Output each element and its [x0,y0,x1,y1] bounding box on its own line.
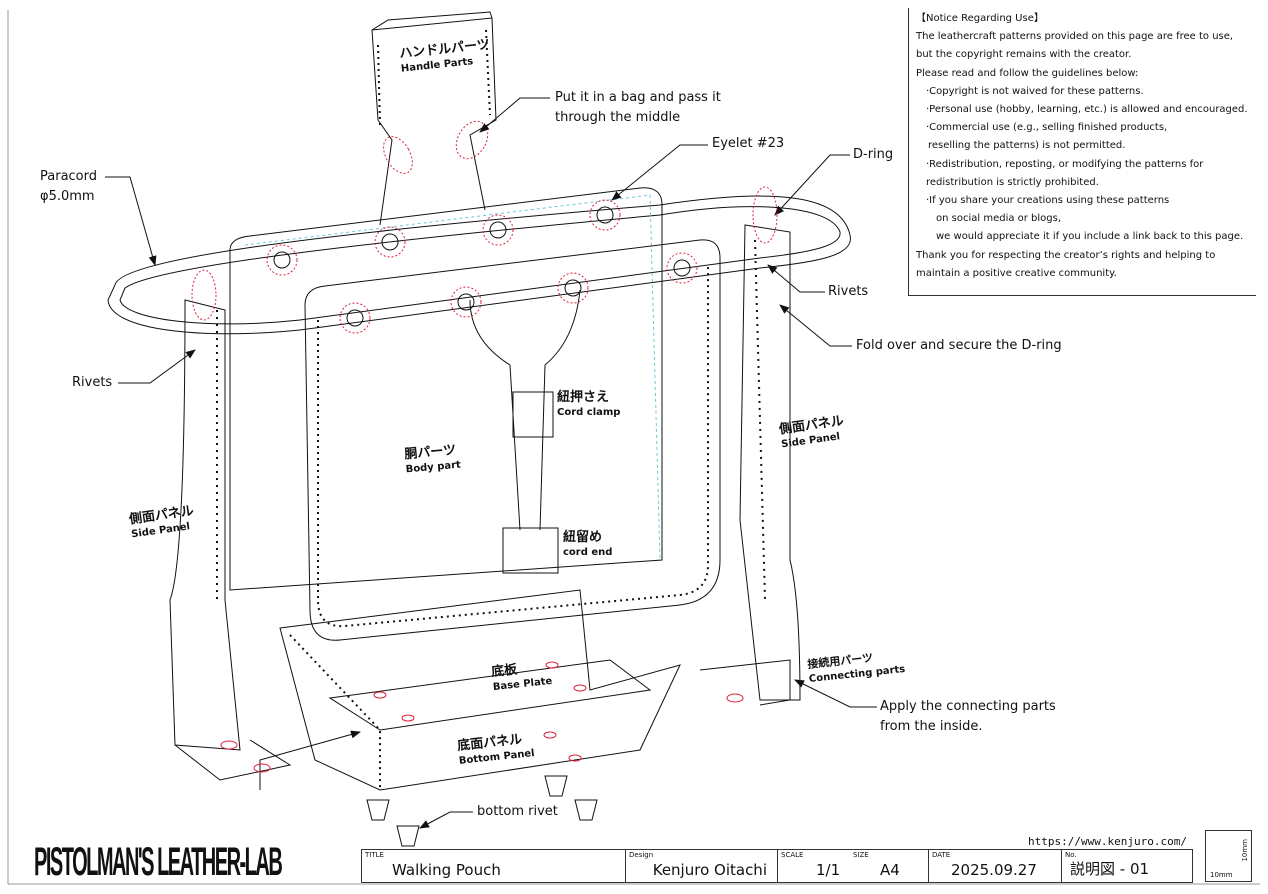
notice-line: ·Redistribution, reposting, or modifying… [926,158,1204,170]
callout-rivets-right: Rivets [828,284,869,299]
bottom-rivets [366,775,598,847]
date-value: 2025.09.27 [951,861,1037,879]
callout-eyelet: Eyelet #23 [712,136,785,151]
cord-end [502,527,559,574]
notice-line: ·Commercial use (e.g., selling finished … [926,122,1168,134]
notice-line: on social media or blogs, [936,213,1062,225]
base-plate [328,659,652,731]
handle-parts [371,11,497,226]
callout-fold: Fold over and secure the D-ring [856,338,1062,353]
side-panel-left [169,299,241,751]
eyelets [191,186,778,334]
notice-heading: 【Notice Regarding Use】 [916,13,1044,24]
logo: PISTOLMAN'S LEATHER-LAB [34,840,283,884]
scale-value: 1/1 [816,861,841,879]
notice-line: we would appreciate it if you include a … [936,231,1244,243]
cord-clamp [512,391,554,438]
callout-bottom-rivet: bottom rivet [477,804,558,819]
notice-line: The leathercraft patterns provided on th… [916,31,1234,43]
notice-line: ·Copyright is not waived for these patte… [926,85,1144,97]
size-value: A4 [880,861,900,879]
design-value: Kenjuro Oitachi [652,861,767,879]
notice-line: ·Personal use (hobby, learning, etc.) is… [926,104,1248,116]
notice-line: reselling the patterns) is not permitted… [928,140,1126,152]
number-value: 説明図 - 01 [1070,860,1150,878]
callout-rivets-left: Rivets [72,375,113,390]
notice-line: maintain a positive creative community. [916,267,1117,279]
back-panel [229,187,663,591]
bottom-panel [279,589,681,791]
callout-dring: D-ring [853,147,894,162]
body-panel [304,239,721,641]
notice-box: 【Notice Regarding Use】 The leathercraft … [908,8,1256,296]
notice-line: ·If you share your creations using these… [926,195,1170,207]
scale-reference-box: 10mm 10mm [1205,830,1252,882]
notice-line: Please read and follow the guidelines be… [916,67,1139,79]
title-value: Walking Pouch [392,861,501,879]
notice-line: redistribution is strictly prohibited. [926,176,1099,188]
site-url[interactable]: https://www.kenjuro.com/ [1028,835,1187,848]
notice-line: but the copyright remains with the creat… [916,49,1132,61]
side-panel-right [739,224,801,701]
notice-line: Thank you for respecting the creator’s r… [916,249,1216,261]
paracord [107,195,851,335]
